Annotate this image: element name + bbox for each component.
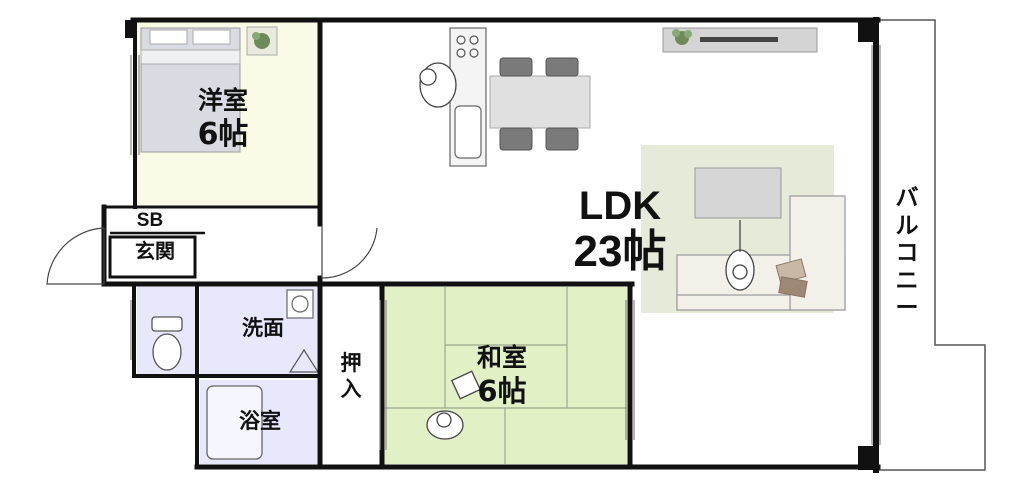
balcony [878, 19, 986, 471]
bathtub [206, 385, 263, 460]
western-room-size: 6帖 [197, 117, 249, 152]
ldk-size: 23帖 [573, 227, 667, 276]
bathroom-label: 浴室 [239, 409, 281, 433]
person-icon [426, 370, 482, 440]
column [125, 20, 137, 38]
japanese-room-size: 6帖 [477, 374, 527, 408]
bed [140, 27, 241, 153]
stove-icon [456, 35, 479, 58]
low-table [694, 167, 782, 219]
dining-chairs [499, 57, 579, 151]
dining-table [489, 75, 591, 129]
windows [130, 45, 881, 450]
bed-pillow [192, 29, 231, 45]
plant-icon [672, 29, 692, 45]
plant-icon [246, 26, 278, 56]
toilet-icon [151, 316, 183, 371]
person-icon [419, 62, 457, 108]
ldk-door [321, 226, 378, 279]
bed-pillow [149, 29, 188, 45]
entrance-label: 玄関 [135, 239, 175, 263]
entrance-door [46, 227, 105, 285]
column [858, 446, 878, 470]
tatami-lines [384, 287, 627, 464]
ldk-label: LDK [578, 184, 662, 228]
tv [700, 37, 778, 42]
washer-mark [288, 348, 320, 373]
closet-label: 押入 [340, 351, 362, 402]
balcony-label: バルコニー [895, 185, 919, 322]
sofa [676, 195, 846, 311]
sink-icon [454, 105, 482, 159]
washroom-label: 洗面 [242, 316, 284, 340]
person-icon [725, 220, 755, 291]
column [858, 20, 878, 42]
shoe-box-label: SB [136, 210, 164, 231]
western-room-label: 洋室 [197, 86, 248, 115]
closet-floor [322, 287, 380, 464]
basin-bowl [291, 295, 309, 313]
walls [101, 17, 881, 473]
cushion-icon [775, 258, 808, 298]
japanese-room-label: 和室 [476, 343, 527, 372]
shoe-box [108, 231, 205, 279]
bed-cover-fold [140, 49, 241, 65]
